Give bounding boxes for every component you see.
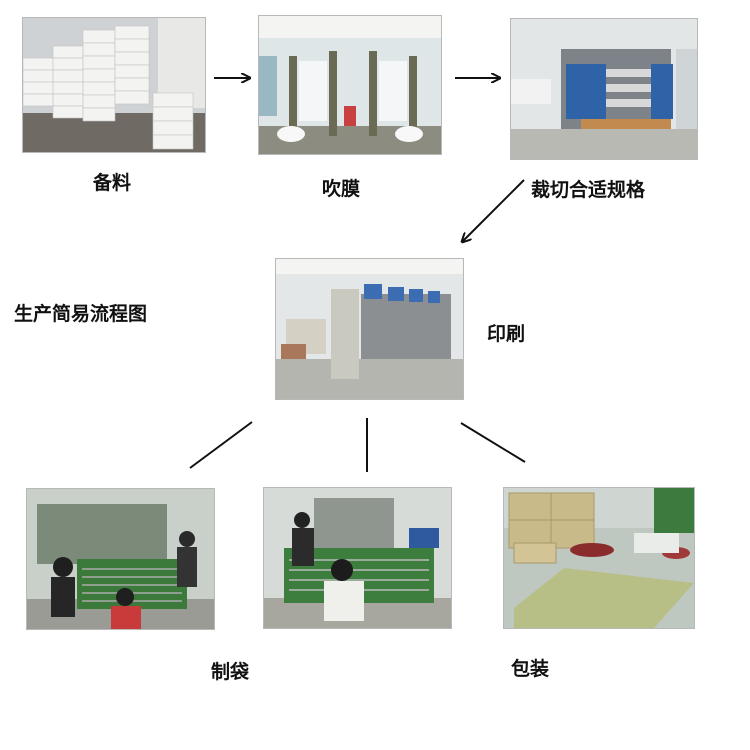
photo-materials: [22, 17, 206, 153]
arrow-slitting-to-printing: [462, 180, 524, 242]
photo-printing: [275, 258, 464, 400]
step-label-printing: 印刷: [487, 319, 525, 346]
photo-slitting: [510, 18, 698, 160]
branch-line-right: [461, 423, 525, 462]
photo-film-blowing: [258, 15, 442, 155]
photo-packing: [503, 487, 695, 629]
diagram-title: 生产简易流程图: [14, 299, 147, 326]
step-label-packing: 包装: [511, 654, 549, 681]
branch-line-left: [190, 422, 252, 468]
photo-bag-making-left: [26, 488, 215, 630]
photo-bag-making-center: [263, 487, 452, 629]
step-label-slitting: 裁切合适规格: [531, 175, 645, 202]
step-label-bag-making: 制袋: [211, 657, 249, 684]
step-label-materials: 备料: [93, 168, 131, 195]
step-label-film-blowing: 吹膜: [322, 174, 360, 201]
